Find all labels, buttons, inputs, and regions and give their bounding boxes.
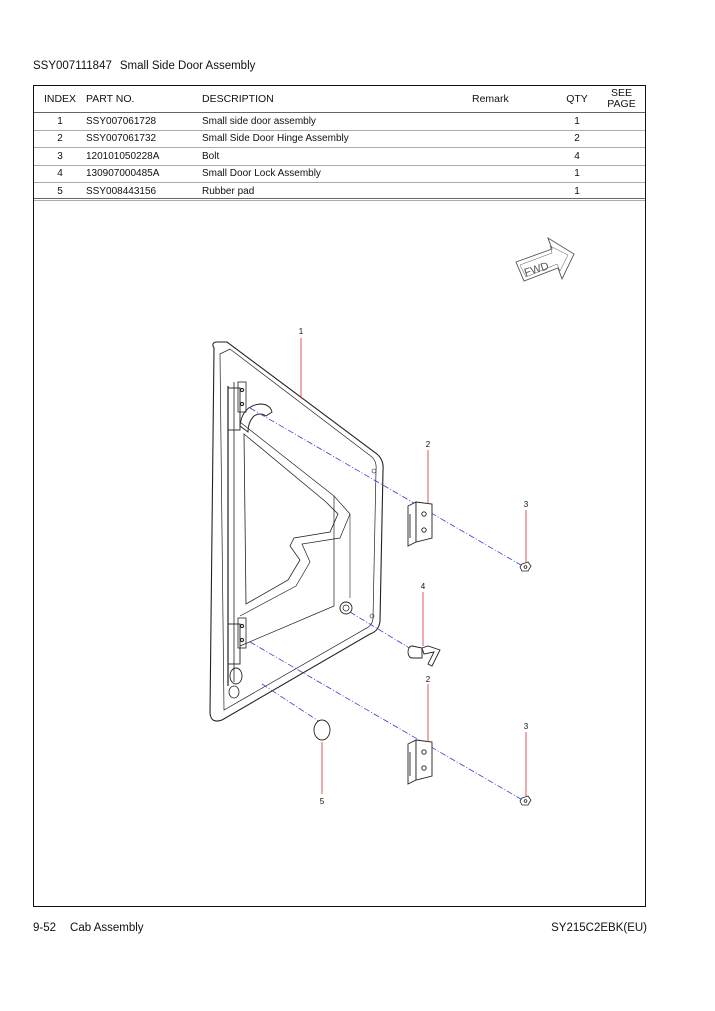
document-title: SSY007111847 Small Side Door Assembly (33, 60, 255, 72)
hinge-lower (407, 739, 433, 785)
callout-2-upper: 2 (426, 440, 431, 449)
exploded-diagram: FWD (209, 236, 575, 806)
model-code: SY215C2EBK(EU) (551, 922, 647, 934)
col-part-no: PART NO. (86, 86, 202, 113)
page-number: 9-52 (33, 922, 57, 934)
rubber-pad (313, 719, 331, 741)
table-header-row: INDEX PART NO. DESCRIPTION Remark QTY SE… (34, 86, 645, 113)
hinge-upper (407, 501, 433, 547)
callout-3-lower: 3 (524, 722, 529, 731)
col-qty: QTY (556, 86, 598, 113)
assembly-centerlines (249, 407, 527, 803)
callout-1: 1 (299, 327, 304, 336)
section-name: Cab Assembly (70, 922, 144, 934)
col-description: DESCRIPTION (202, 86, 472, 113)
bolt-upper (519, 561, 532, 572)
col-remark: Remark (472, 86, 556, 113)
callout-3-upper: 3 (524, 500, 529, 509)
callout-2-lower: 2 (426, 675, 431, 684)
table-row: 4 130907000485A Small Door Lock Assembly… (34, 165, 645, 183)
assembly-code: SSY007111847 (33, 60, 112, 72)
door-lock (407, 645, 441, 667)
bolt-lower (519, 795, 532, 806)
table-bottom-divider (34, 198, 645, 199)
callout-leaders (300, 338, 527, 796)
callout-4: 4 (421, 582, 426, 591)
table-row: 3 120101050228A Bolt 4 (34, 147, 645, 166)
assembly-title: Small Side Door Assembly (119, 60, 256, 72)
col-index: INDEX (34, 86, 86, 113)
parts-frame: INDEX PART NO. DESCRIPTION Remark QTY SE… (33, 85, 646, 907)
callout-5: 5 (320, 797, 325, 806)
table-row: 5 SSY008443156 Rubber pad 1 (34, 182, 645, 201)
door-panel (209, 341, 384, 722)
fwd-arrow-icon: FWD (515, 236, 575, 282)
footer-left: 9-52 Cab Assembly (33, 922, 144, 934)
parts-table: INDEX PART NO. DESCRIPTION Remark QTY SE… (34, 86, 645, 201)
table-row: 1 SSY007061728 Small side door assembly … (34, 112, 645, 131)
table-row: 2 SSY007061732 Small Side Door Hinge Ass… (34, 130, 645, 148)
